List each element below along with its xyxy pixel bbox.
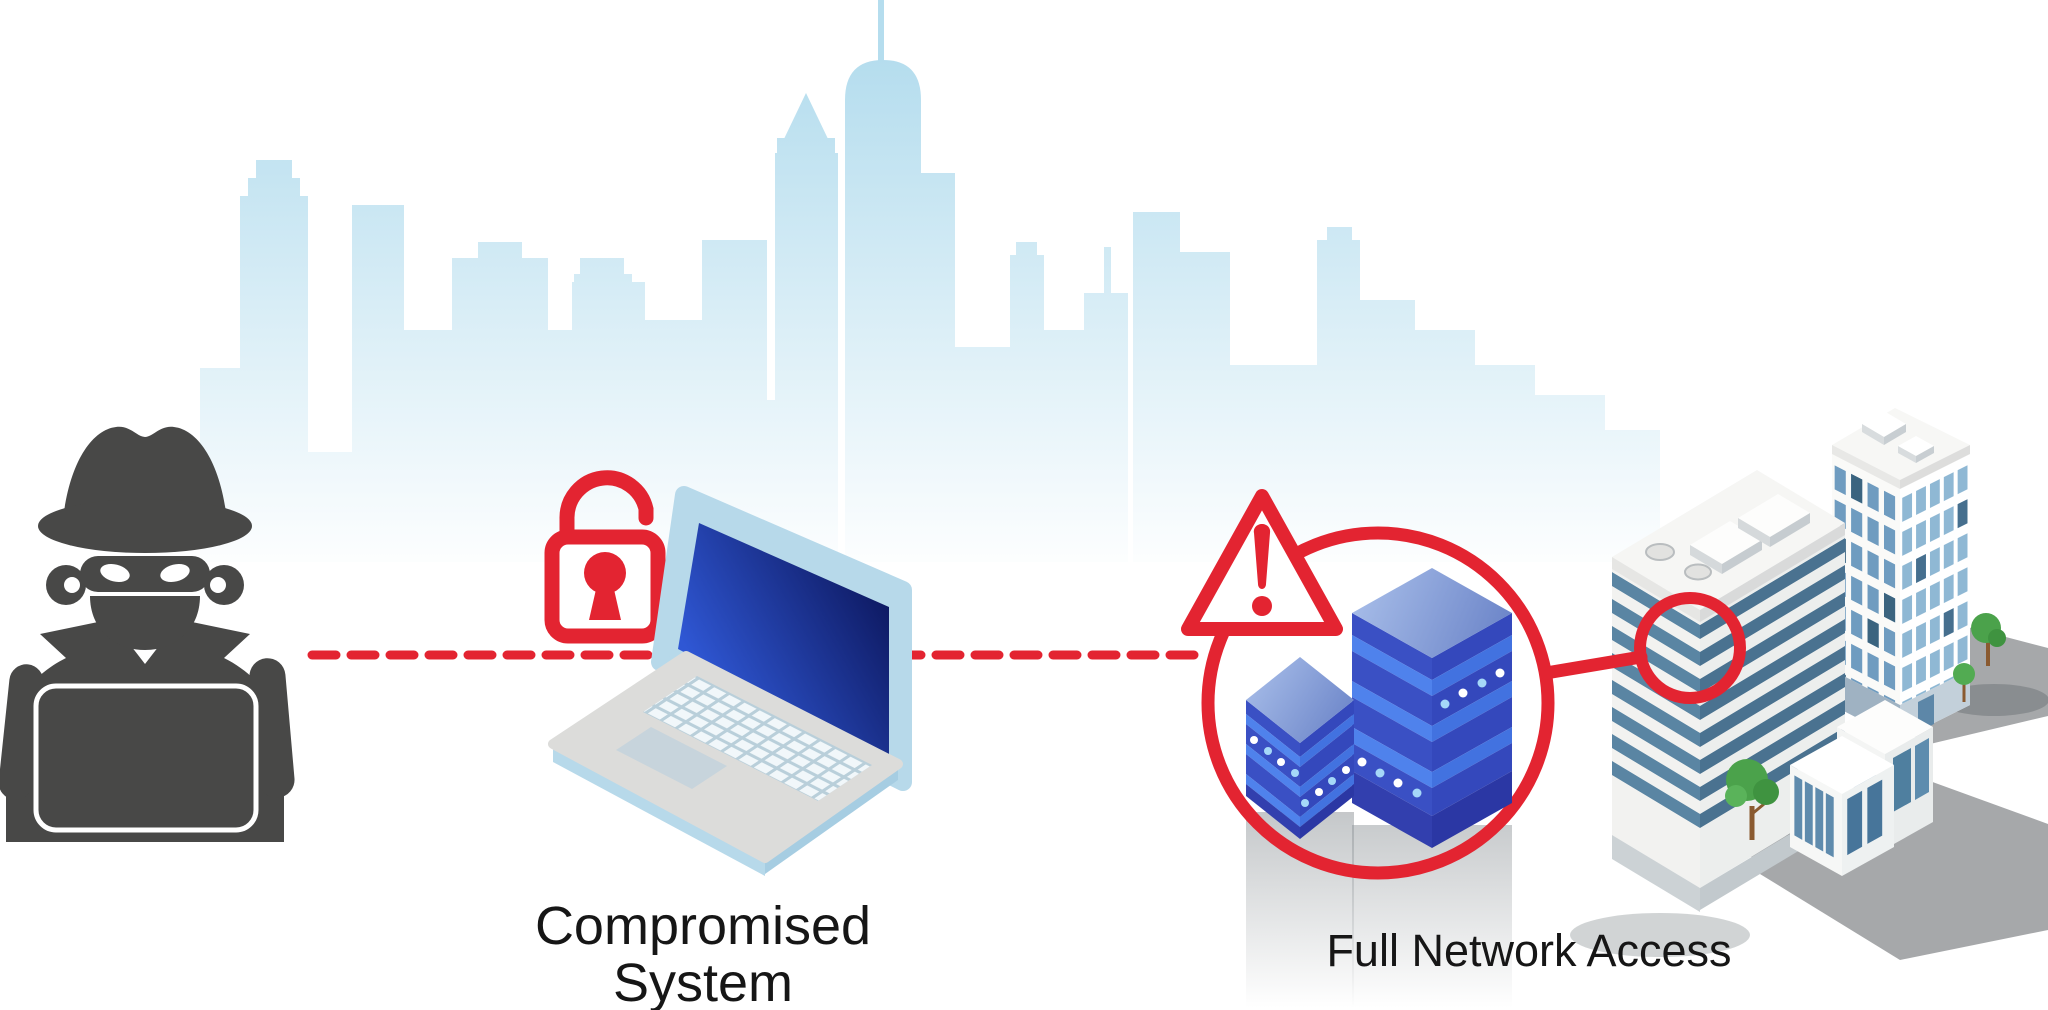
laptop-screen [678, 523, 889, 758]
laptop-keyboard [643, 676, 872, 801]
city-skyline [200, 0, 1660, 562]
unlocked-padlock-icon [544, 470, 666, 644]
hacker-icon [0, 426, 295, 842]
caption-compromised-system: Compromised System [453, 898, 953, 1010]
server-stack-icon [1246, 568, 1512, 848]
small-office-building [1790, 700, 1933, 876]
mask-eye [160, 563, 190, 583]
rooftop-ac-units [1645, 494, 1810, 581]
rooftop-ac-units [1862, 411, 1934, 463]
caption-full-network-access: Full Network Access [1326, 925, 1732, 976]
mask-eye [100, 563, 130, 583]
warning-triangle-icon [1181, 489, 1343, 636]
caption-line: System [612, 953, 794, 1010]
caption-line: Compromised [534, 896, 872, 956]
compromised-laptop-icon [548, 486, 912, 876]
office-tower [1832, 408, 1970, 740]
trees [1725, 613, 2006, 840]
server-leds [1250, 736, 1350, 807]
hat-brim [38, 499, 252, 553]
server-reflections [1246, 812, 1512, 1008]
network-highlight-circle [1201, 526, 1648, 880]
hacker-laptop-lid [33, 683, 259, 833]
laptop-trackpad [616, 727, 727, 789]
server-leds [1357, 668, 1505, 798]
building-zoom-circle [1634, 592, 1746, 704]
